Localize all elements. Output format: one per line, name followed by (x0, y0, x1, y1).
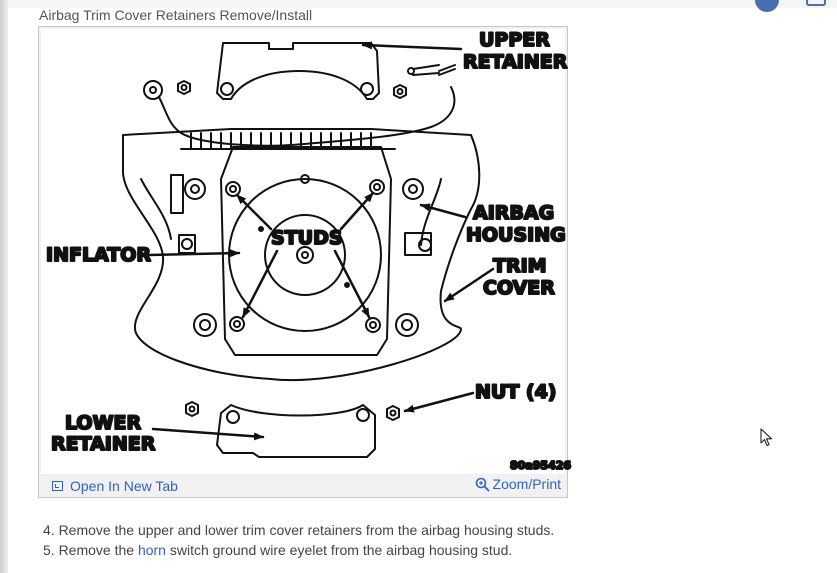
label-lower-retainer-1: LOWER (65, 412, 142, 434)
label-airbag-housing-1: AIRBAG (473, 202, 554, 224)
label-upper-retainer-2: RETAINER (463, 51, 568, 73)
open-new-tab-link[interactable]: Open In New Tab (52, 478, 178, 494)
user-avatar[interactable] (755, 0, 779, 12)
trim-cover-part (121, 128, 481, 382)
lower-retainer-part (216, 404, 376, 458)
open-new-tab-label: Open In New Tab (70, 478, 178, 494)
inflator-part (220, 146, 392, 356)
zoom-magnifier-icon (475, 477, 489, 491)
figure-toolbar: Open In New Tab Zoom/Print (41, 474, 565, 496)
step-5-prefix: 5. Remove the (43, 542, 138, 558)
upper-retainer-part (216, 42, 380, 100)
label-inflator: INFLATOR (46, 244, 151, 266)
window-left-edge (0, 0, 8, 573)
label-trim-cover-2: COVER (483, 277, 555, 299)
label-studs: STUDS (271, 227, 343, 249)
lower-nuts (185, 401, 400, 421)
step-5-suffix: switch ground wire eyelet from the airba… (165, 542, 513, 558)
image-code: 80a95426 (510, 459, 571, 472)
figure-container: UPPER RETAINER AIRBAG HOUSING TRIM COVER… (38, 26, 572, 498)
step-5: 5. Remove the horn switch ground wire ey… (43, 540, 554, 560)
horn-link[interactable]: horn (137, 542, 166, 558)
step-4: 4. Remove the upper and lower trim cover… (43, 522, 555, 538)
diagram-arrows (147, 41, 495, 441)
top-menu-icon[interactable] (806, 0, 826, 6)
label-lower-retainer-2: RETAINER (51, 433, 156, 455)
label-airbag-housing-2: HOUSING (466, 224, 566, 246)
instruction-steps: 4. Remove the upper and lower trim cover… (43, 520, 554, 560)
mouse-cursor-icon (760, 428, 773, 447)
airbag-diagram-image[interactable]: UPPER RETAINER AIRBAG HOUSING TRIM COVER… (41, 28, 572, 474)
zoom-print-label: Zoom/Print (492, 476, 561, 492)
zoom-print-link[interactable]: Zoom/Print (475, 476, 561, 492)
label-trim-cover-1: TRIM (493, 255, 547, 277)
open-new-tab-icon (52, 481, 63, 491)
label-upper-retainer-1: UPPER (479, 29, 550, 51)
top-bar (8, 0, 837, 8)
upper-nuts (177, 80, 407, 99)
label-nut: NUT (4) (475, 381, 557, 403)
figure-caption: Airbag Trim Cover Retainers Remove/Insta… (39, 7, 313, 23)
